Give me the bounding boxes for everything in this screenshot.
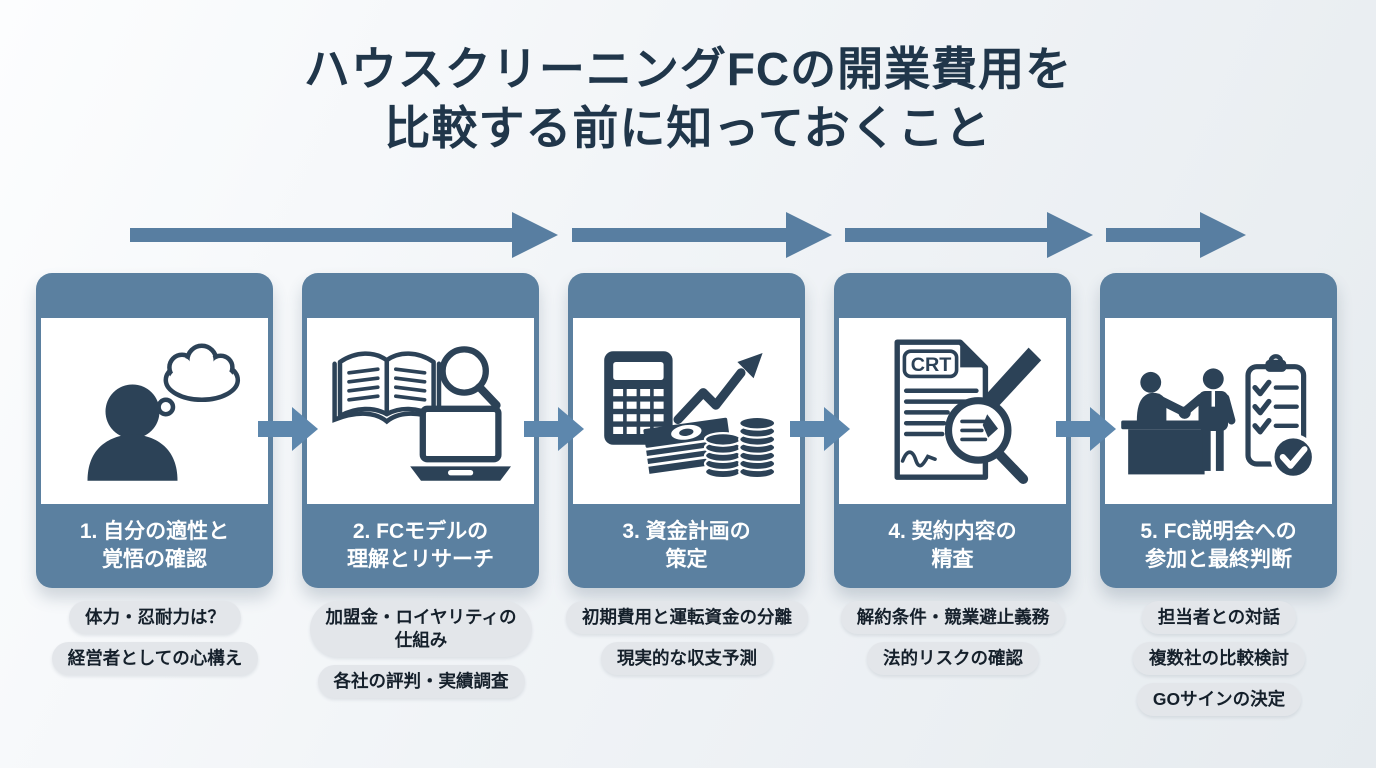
step-3-label: 3. 資金計画の 策定	[622, 520, 751, 571]
step-4-tags: 解約条件・競業避止義務 法的リスクの確認	[818, 601, 1088, 676]
step-card-5: 5. FC説明会への 参加と最終判断	[1100, 273, 1337, 588]
handshake-checklist-icon	[1121, 354, 1317, 481]
step-connector-arrow-4	[1056, 407, 1116, 451]
step-1-icon-area	[41, 318, 268, 504]
step-2-icon-area	[307, 318, 534, 504]
tag-pill: 担当者との対話	[1141, 601, 1297, 635]
calculator-money-growth-icon	[603, 350, 776, 479]
tag-pill: GOサインの決定	[1136, 683, 1302, 717]
tag-pill: 初期費用と運転資金の分離	[566, 601, 808, 635]
tag-pill: 各社の評判・実績調査	[317, 665, 525, 699]
page-title-line1: ハウスクリーニングFCの開業費用を	[303, 43, 1073, 95]
step-3-icon-area	[573, 318, 800, 504]
step-1-tags: 体力・忍耐力は？ 経営者としての心構え	[20, 601, 290, 676]
step-3-tags: 初期費用と運転資金の分離 現実的な収支予測	[552, 601, 822, 676]
step-5-label: 5. FC説明会への 参加と最終判断	[1140, 520, 1297, 571]
tag-pill: 解約条件・競業避止義務	[840, 601, 1066, 635]
page-title-line2: 比較する前に知っておくこと	[384, 101, 992, 154]
step-5-tags: 担当者との対話 複数社の比較検討 GOサインの決定	[1084, 601, 1354, 717]
tag-pill: 複数社の比較検討	[1133, 642, 1305, 676]
flow-arrow-2	[572, 212, 832, 258]
step-connector-arrow-1	[258, 407, 318, 451]
tag-pill: 加盟金・ロイヤリティの 仕組み	[309, 601, 533, 658]
step-1-label: 1. 自分の適性と 覚悟の確認	[79, 520, 230, 571]
step-connector-arrow-2	[524, 407, 584, 451]
step-4-icon-area: CRT	[839, 318, 1066, 504]
flow-arrow-4	[1106, 212, 1246, 258]
step-4-label: 4. 契約内容の 精査	[888, 520, 1017, 571]
step-card-2: 2. FCモデルの 理解とリサーチ	[302, 273, 539, 588]
tag-pill: 体力・忍耐力は？	[69, 601, 241, 635]
contract-doc-label: CRT	[910, 354, 951, 376]
step-card-1: 1. 自分の適性と 覚悟の確認	[36, 273, 273, 588]
contract-review-icon: CRT	[894, 339, 1041, 484]
tag-pill: 現実的な収支予測	[601, 642, 773, 676]
step-2-tags: 加盟金・ロイヤリティの 仕組み 各社の評判・実績調査	[286, 601, 556, 699]
tag-pill: 経営者としての心構え	[51, 642, 259, 676]
page-title: ハウスクリーニングFCの開業費用を 比較する前に知っておくこと	[0, 40, 1376, 158]
step-card-3: 3. 資金計画の 策定	[568, 273, 805, 588]
thinking-person-icon	[87, 343, 240, 481]
flow-arrow-1	[130, 212, 558, 258]
tag-pill: 法的リスクの確認	[867, 642, 1039, 676]
step-2-label: 2. FCモデルの 理解とリサーチ	[347, 520, 494, 571]
step-connector-arrow-3	[790, 407, 850, 451]
step-card-4: CRT 4. 契約内容の 精査	[834, 273, 1071, 588]
book-search-laptop-icon	[331, 345, 511, 481]
step-5-icon-area	[1105, 318, 1332, 504]
flow-arrow-3	[845, 212, 1093, 258]
